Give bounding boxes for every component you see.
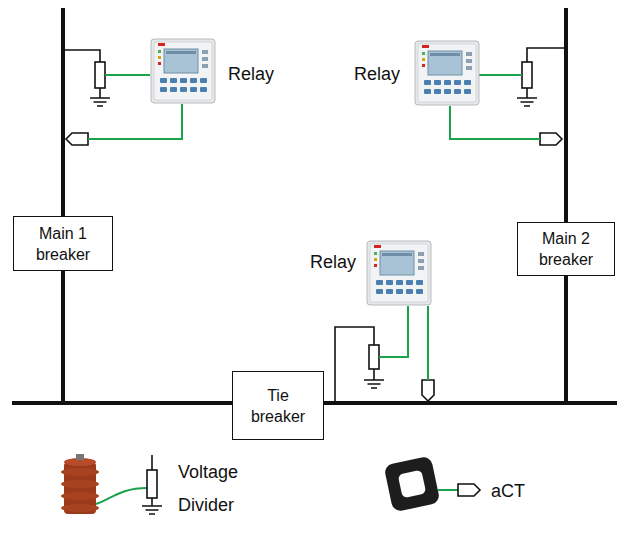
breaker-label: Tie breaker — [243, 385, 313, 427]
bus-line — [564, 401, 617, 405]
feeder-line — [564, 8, 568, 223]
breaker-box: Main 1 breaker — [13, 216, 113, 271]
feeder-line — [61, 8, 65, 217]
relay-device — [367, 241, 431, 305]
signal-wire — [88, 104, 182, 139]
signal-wire — [379, 306, 408, 357]
act-symbol — [540, 133, 562, 145]
signal-wire — [105, 74, 150, 76]
act-symbol — [66, 133, 88, 145]
signal-wire — [479, 74, 522, 76]
act-symbol — [422, 380, 434, 401]
breaker-label: Main 2 breaker — [528, 228, 604, 270]
act-symbol — [458, 484, 480, 496]
signal-wire — [450, 106, 540, 139]
breaker-box: Tie breaker — [232, 371, 324, 440]
voltage-divider-symbol — [335, 327, 384, 403]
bus-line — [12, 401, 65, 405]
relay-label: Relay — [228, 63, 274, 85]
voltage-divider-symbol — [142, 455, 162, 514]
relay-label: Relay — [354, 63, 400, 85]
legend-text: Voltage Divider — [178, 456, 260, 522]
insulator-picture — [61, 454, 99, 514]
signal-wire — [438, 489, 458, 491]
relay-device — [151, 39, 215, 103]
breaker-label: Main 1 breaker — [24, 223, 102, 265]
bus-connector — [324, 276, 566, 403]
signal-wire — [427, 306, 429, 380]
relay-label: Relay — [310, 251, 356, 273]
breaker-box: Main 2 breaker — [517, 222, 615, 276]
voltage-divider-symbol — [63, 50, 110, 106]
act-picture — [384, 456, 441, 513]
signal-wire — [96, 488, 147, 504]
legend-text: aCT — [491, 480, 551, 502]
bus-connector — [63, 271, 232, 403]
voltage-divider-symbol — [517, 48, 566, 106]
relay-device — [415, 41, 479, 105]
